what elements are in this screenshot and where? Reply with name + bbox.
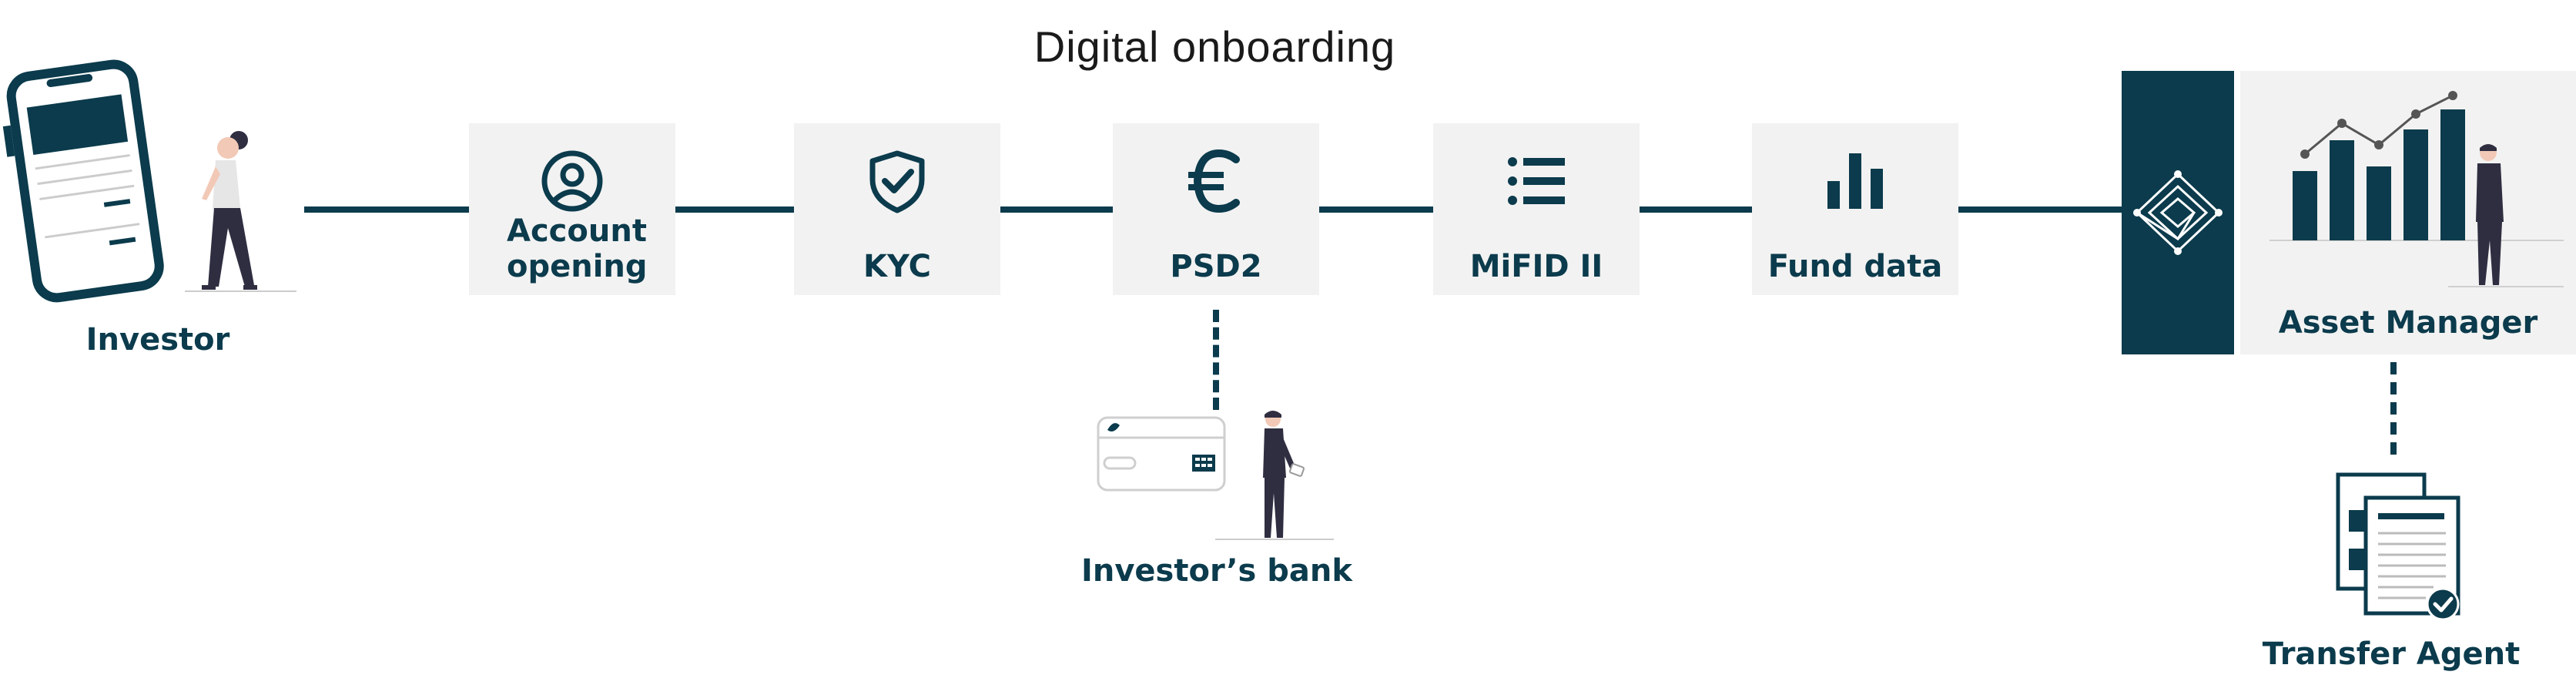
step-psd2: PSD2 — [1113, 123, 1319, 295]
diamond-logo-icon — [2133, 170, 2223, 255]
credit-card-icon — [1097, 411, 1334, 540]
investor-label: Investor — [85, 322, 230, 358]
connector-line — [304, 206, 469, 213]
user-circle-icon — [541, 150, 603, 212]
step-label: MiFID II — [1469, 249, 1603, 284]
investor-illustration — [0, 54, 308, 308]
dashed-connector — [1213, 310, 1219, 410]
euro-icon — [1188, 149, 1240, 213]
step-account-opening: Account opening — [469, 123, 675, 295]
asset-manager-label: Asset Manager — [2278, 305, 2538, 341]
step-fund-data: Fund data — [1752, 123, 1958, 295]
phone-person-icon — [2, 59, 296, 303]
list-icon — [1508, 157, 1565, 205]
dashed-connector — [2390, 362, 2397, 455]
connector-line — [1958, 206, 2122, 213]
connector-line — [675, 206, 794, 213]
shield-check-icon — [869, 150, 925, 213]
connector-line — [1000, 206, 1113, 213]
connector-line — [1319, 206, 1433, 213]
asset-manager-panel — [2240, 71, 2576, 354]
bar-chart-person-icon — [2269, 91, 2564, 287]
transfer-agent-label: Transfer Agent — [2262, 636, 2521, 672]
step-kyc: KYC — [794, 123, 1000, 295]
bank-illustration — [1094, 407, 1340, 546]
bar-chart-icon — [1827, 153, 1883, 209]
step-label: PSD2 — [1170, 249, 1262, 284]
documents-check-icon — [2336, 472, 2460, 621]
investors-bank-label: Investor’s bank — [1080, 553, 1352, 589]
page-title: Digital onboarding — [1033, 22, 1396, 71]
asset-manager-logo-panel — [2122, 71, 2234, 354]
step-mifid: MiFID II — [1433, 123, 1640, 295]
step-label: Account opening — [507, 213, 648, 284]
step-label: KYC — [863, 249, 931, 284]
transfer-agent-illustration — [2326, 472, 2480, 626]
connector-line — [1640, 206, 1752, 213]
step-label: Fund data — [1767, 249, 1943, 284]
